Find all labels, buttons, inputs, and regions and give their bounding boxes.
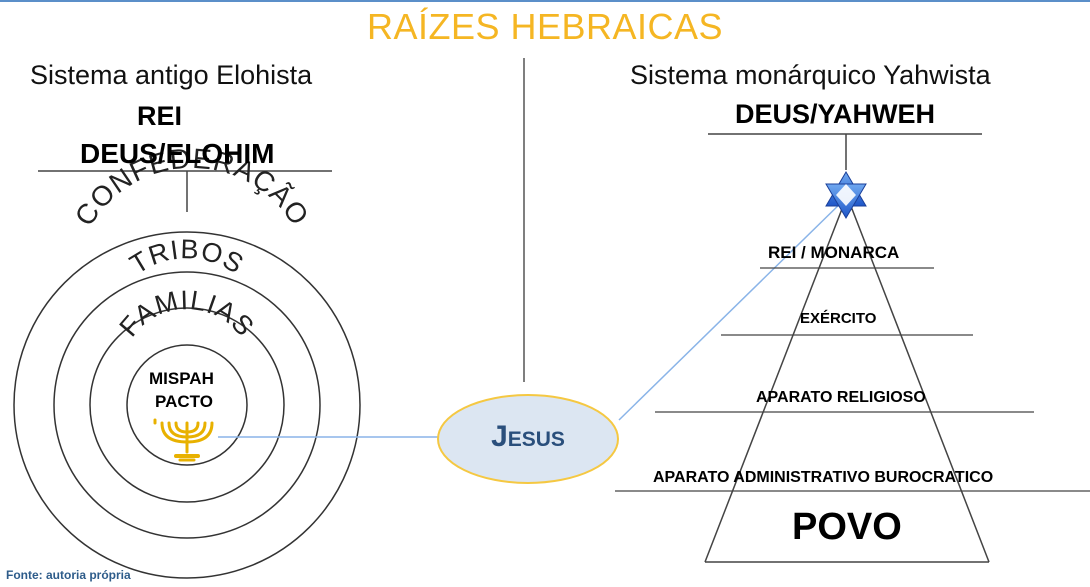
left-heading: Sistema antigo Elohista: [30, 60, 313, 90]
left-rei: REI: [137, 101, 183, 131]
level-aparato-religioso: APARATO RELIGIOSO: [756, 389, 926, 406]
menorah-icon: [153, 418, 214, 462]
jesus-ellipse: [437, 394, 619, 484]
pyramid-right-edge: [846, 195, 990, 563]
pyramid-base-povo: POVO: [792, 506, 902, 548]
right-heading: Sistema monárquico Yahwista: [630, 60, 991, 90]
ring-familias: [89, 307, 285, 503]
jesus-label: Jesus: [491, 420, 565, 453]
ring-label-familias: FAMILIAS: [113, 285, 260, 342]
ring-tribos: [53, 271, 321, 539]
page-title: RAÍZES HEBRAICAS: [366, 6, 724, 47]
star-of-david-icon: [825, 171, 867, 219]
level-rei-monarca: REI / MONARCA: [768, 243, 900, 262]
ring-center: [126, 344, 248, 466]
right-deus-yahweh: DEUS/YAHWEH: [735, 99, 936, 129]
source-note: Fonte: autoria própria: [6, 568, 131, 582]
pyramid-left-edge: [704, 195, 848, 563]
level-aparato-administrativo: APARATO ADMINISTRATIVO BUROCRATICO: [653, 469, 994, 486]
ring-confederacao: [13, 231, 361, 579]
left-mispah: MISPAH: [149, 369, 214, 388]
connector-jesus-star: [618, 195, 849, 421]
level-exercito: EXÉRCITO: [800, 310, 877, 327]
ring-label-tribos: TRIBOS: [125, 234, 249, 280]
left-pacto: PACTO: [155, 392, 213, 411]
left-deus-elohim: DEUS/ELOHIM: [80, 138, 275, 169]
top-border: [0, 0, 1090, 2]
